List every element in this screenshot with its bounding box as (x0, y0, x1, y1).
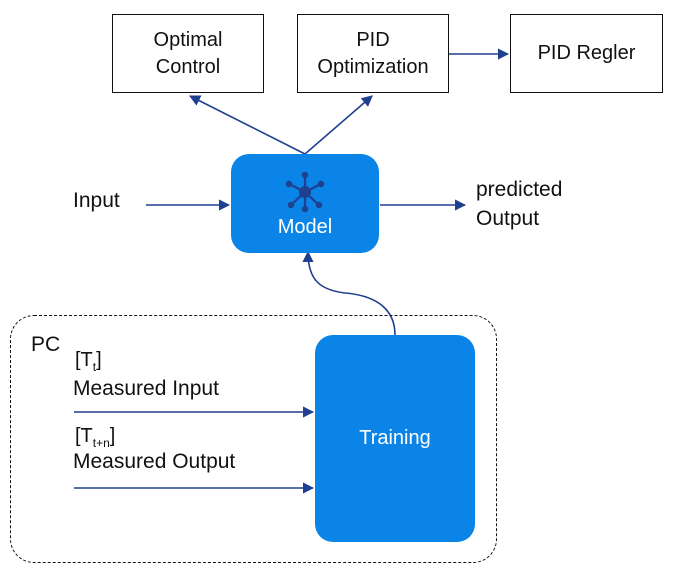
time-marker-input-open: [T (75, 349, 93, 371)
time-marker-output: [Tt+n] (75, 422, 115, 452)
pc-label: PC (31, 333, 61, 356)
measured-output-label: Measured Output (73, 450, 236, 473)
arrow-training-to-model (302, 250, 396, 336)
arrow-model-to-pid-optimization (304, 95, 373, 155)
optimal-control-box: Optimal Control (112, 14, 264, 93)
model-block: Model (231, 154, 379, 253)
measured-input-label: Measured Input (73, 377, 219, 400)
predicted-output-label-line1: predicted (476, 178, 563, 201)
network-hub-icon (285, 171, 325, 213)
pid-regler-box: PID Regler (510, 14, 663, 93)
arrow-model-to-optimal-control (188, 95, 306, 155)
time-marker-input-close: ] (96, 349, 102, 371)
pid-optimization-box: PID Optimization (297, 14, 449, 93)
predicted-output-label-line2: Output (476, 207, 540, 230)
time-marker-output-close: ] (109, 425, 116, 447)
time-marker-output-open: [T (75, 425, 93, 447)
training-label: Training (359, 427, 431, 449)
time-marker-input: [Tt] (75, 346, 102, 376)
training-block: Training (315, 335, 475, 542)
model-label: Model (277, 216, 333, 238)
time-marker-output-subscript: t+n (92, 436, 110, 450)
pc-frame (10, 315, 497, 563)
time-marker-input-subscript: t (92, 360, 97, 374)
input-label: Input (73, 189, 120, 212)
